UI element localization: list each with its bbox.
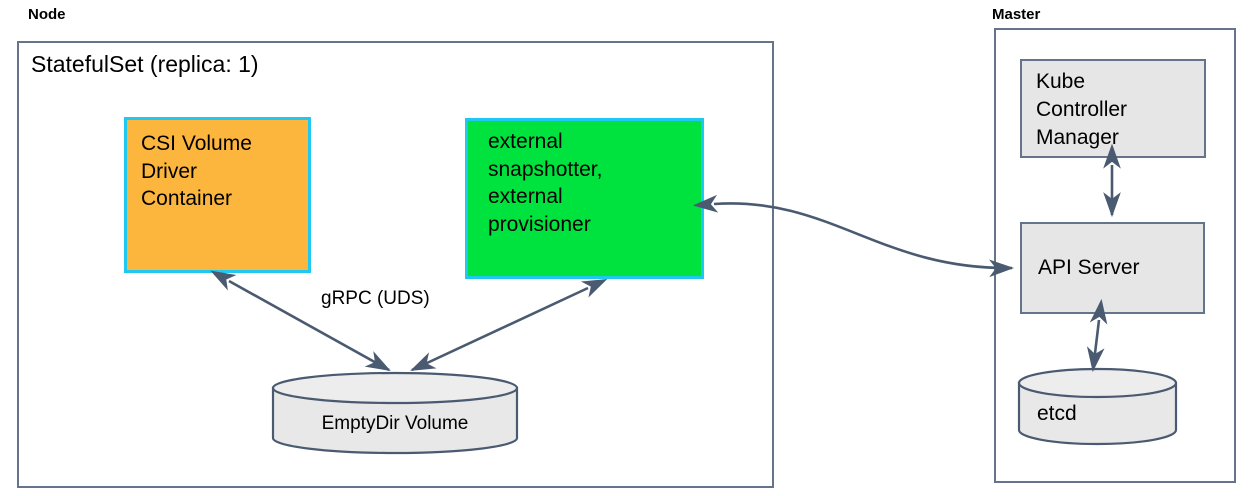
csi-driver-line-2: Driver — [141, 159, 197, 183]
sidecar-line-1: external — [488, 130, 563, 153]
sidecar-line-4: provisioner — [488, 213, 591, 237]
csi-driver-line-1: CSI Volume — [141, 132, 252, 155]
statefulset-title: StatefulSet (replica: 1) — [31, 51, 259, 77]
node-group-label: Node — [28, 6, 66, 23]
etcd-cylinder[interactable]: etcd — [1017, 367, 1178, 446]
csi-driver-line-3: Container — [141, 187, 233, 211]
kcm-line-2: Controller — [1036, 97, 1128, 121]
sidecar-line-3: external — [488, 185, 563, 209]
emptydir-volume-cylinder[interactable]: EmptyDir Volume — [271, 371, 519, 455]
emptydir-volume-label: EmptyDir Volume — [321, 413, 469, 434]
api-server[interactable]: API Server — [1020, 222, 1205, 314]
csi-volume-driver-container[interactable]: CSI Volume Driver Container — [124, 117, 311, 273]
sidecar-line-2: snapshotter, — [488, 157, 603, 181]
kcm-line-1: Kube — [1036, 70, 1086, 93]
grpc-edge-label: gRPC (UDS) — [321, 288, 430, 309]
kube-controller-manager[interactable]: Kube Controller Manager — [1020, 59, 1206, 158]
api-server-label: API Server — [1038, 256, 1140, 280]
master-group-label: Master — [992, 6, 1041, 23]
external-sidecars-container[interactable]: external snapshotter, external provision… — [465, 118, 704, 279]
kcm-line-3: Manager — [1036, 125, 1119, 149]
etcd-label: etcd — [1037, 402, 1077, 425]
